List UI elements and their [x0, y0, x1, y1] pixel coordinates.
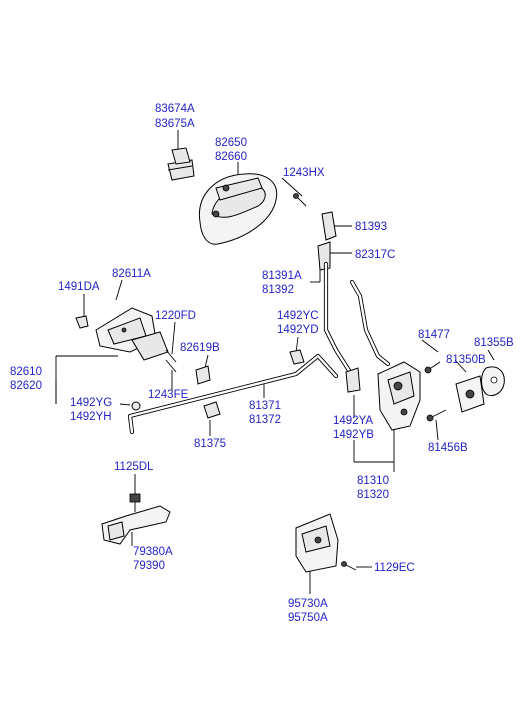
label-1243fe: 1243FE: [148, 389, 189, 401]
clip-1492yc: [289, 349, 305, 365]
cover-82619b: [195, 365, 211, 385]
label-81371: 81371: [249, 400, 281, 412]
label-81355b: 81355B: [474, 337, 514, 349]
label-82619b: 82619B: [180, 342, 220, 354]
screw-1129ec: [341, 561, 357, 571]
label-82610: 82610: [10, 366, 42, 378]
label-1243hx: 1243HX: [283, 167, 325, 179]
label-79390: 79390: [133, 560, 165, 572]
label-83675a: 83675A: [155, 118, 195, 130]
clip-1492yg: [131, 401, 141, 411]
door-latch: [377, 361, 421, 431]
clip-part: [167, 147, 195, 181]
label-82317c: 82317C: [355, 249, 395, 261]
rod-82317: [349, 279, 391, 367]
label-82660: 82660: [215, 151, 247, 163]
label-81392: 81392: [262, 284, 294, 296]
label-81456b: 81456B: [428, 442, 468, 454]
label-1492yh: 1492YH: [70, 411, 112, 423]
rod-81391: [323, 261, 353, 375]
label-81477: 81477: [418, 329, 450, 341]
label-83674a: 83674A: [155, 103, 195, 115]
label-1129ec: 1129EC: [374, 562, 415, 574]
clip-1492ya: [345, 367, 361, 393]
rod-81371: [127, 353, 339, 435]
label-81375: 81375: [194, 438, 226, 450]
label-79380a: 79380A: [133, 546, 173, 558]
label-82650: 82650: [215, 137, 247, 149]
screw-1220fd: [165, 349, 177, 373]
label-1492yb: 1492YB: [333, 429, 374, 441]
screw-81456b: [426, 409, 447, 422]
screw-1243hx: [293, 193, 307, 207]
label-81350b: 81350B: [446, 354, 486, 366]
clip-1491da: [75, 315, 89, 329]
label-81372: 81372: [249, 414, 281, 426]
plate-81355b: [481, 366, 505, 397]
striker-81350b: [455, 375, 485, 413]
label-81391a: 81391A: [262, 270, 302, 282]
part-81375: [203, 401, 221, 419]
label-1492yc: 1492YC: [277, 310, 319, 322]
label-1220fd: 1220FD: [155, 310, 196, 322]
screw-81477: [424, 361, 441, 374]
label-95750a: 95750A: [288, 612, 328, 624]
part-labels: 83674A 83675A 82650 82660 1243HX 81393 8…: [10, 103, 514, 624]
label-82611a: 82611A: [112, 268, 151, 280]
control-module: [295, 513, 339, 573]
label-1125dl: 1125DL: [114, 461, 154, 473]
label-1492ya: 1492YA: [333, 415, 373, 427]
label-1492yd: 1492YD: [277, 324, 319, 336]
label-81320: 81320: [357, 489, 389, 501]
label-81393: 81393: [355, 221, 387, 233]
outside-handle: [198, 173, 278, 245]
label-1491da: 1491DA: [58, 281, 100, 293]
label-1492yg: 1492YG: [70, 397, 112, 409]
cap-81393: [321, 211, 337, 241]
label-82620: 82620: [10, 380, 42, 392]
bolt-1125dl: [129, 493, 141, 512]
inside-handle: [95, 307, 169, 361]
label-95730a: 95730A: [288, 598, 328, 610]
door-checker: [101, 505, 171, 545]
label-81310: 81310: [357, 475, 389, 487]
